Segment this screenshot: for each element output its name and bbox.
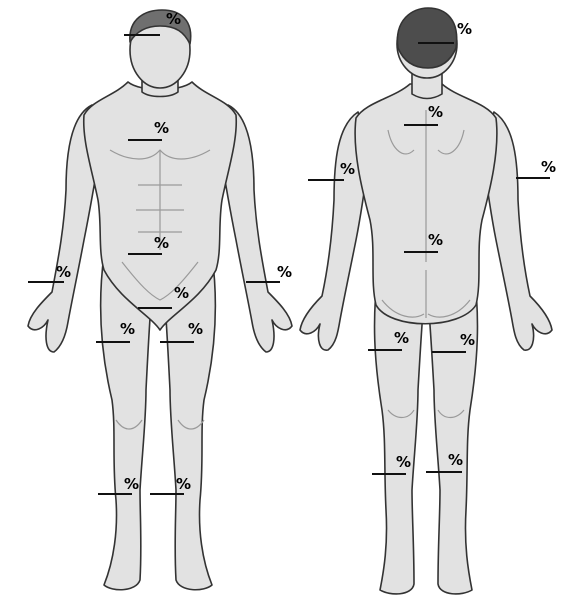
back-right-thigh-percent: %	[460, 333, 474, 348]
back-right-lower-leg-blank-line	[426, 471, 462, 473]
front-head-percent: %	[166, 12, 180, 27]
front-right-thigh-percent: %	[120, 322, 134, 337]
back-head-percent: %	[457, 22, 471, 37]
front-left-thigh-blank-line	[160, 341, 194, 343]
front-abdomen-blank-line	[128, 253, 162, 255]
back-lower-back-percent: %	[428, 233, 442, 248]
front-chest-blank-line	[128, 139, 162, 141]
front-left-lower-leg-blank-line	[150, 493, 184, 495]
back-upper-back-blank-line	[404, 124, 438, 126]
front-abdomen-percent: %	[154, 236, 168, 251]
front-right-hand-percent: %	[56, 265, 70, 280]
back-lower-back-blank-line	[404, 251, 438, 253]
back-left-lower-leg-percent: %	[396, 455, 410, 470]
back-head-blank-line	[418, 42, 454, 44]
front-genitals-blank-line	[138, 307, 172, 309]
back-left-arm-percent: %	[340, 162, 354, 177]
back-right-arm-blank-line	[516, 177, 550, 179]
front-genitals-percent: %	[174, 286, 188, 301]
back-right-lower-leg-percent: %	[448, 453, 462, 468]
front-left-hand-percent: %	[277, 265, 291, 280]
front-right-lower-leg-blank-line	[98, 493, 132, 495]
back-hair	[397, 8, 456, 68]
front-right-thigh-blank-line	[96, 341, 130, 343]
back-left-lower-leg-blank-line	[372, 473, 406, 475]
front-left-lower-leg-percent: %	[176, 477, 190, 492]
back-right-arm-percent: %	[541, 160, 555, 175]
front-right-hand-blank-line	[28, 281, 64, 283]
back-left-thigh-blank-line	[368, 349, 402, 351]
front-chest-percent: %	[154, 121, 168, 136]
back-figure	[300, 8, 552, 594]
back-right-thigh-blank-line	[432, 351, 466, 353]
back-left-arm-blank-line	[308, 179, 344, 181]
front-figure	[28, 10, 292, 590]
back-upper-back-percent: %	[428, 105, 442, 120]
front-left-hand-blank-line	[246, 281, 280, 283]
front-left-thigh-percent: %	[188, 322, 202, 337]
back-left-thigh-percent: %	[394, 331, 408, 346]
front-right-lower-leg-percent: %	[124, 477, 138, 492]
front-head-blank-line	[124, 34, 160, 36]
